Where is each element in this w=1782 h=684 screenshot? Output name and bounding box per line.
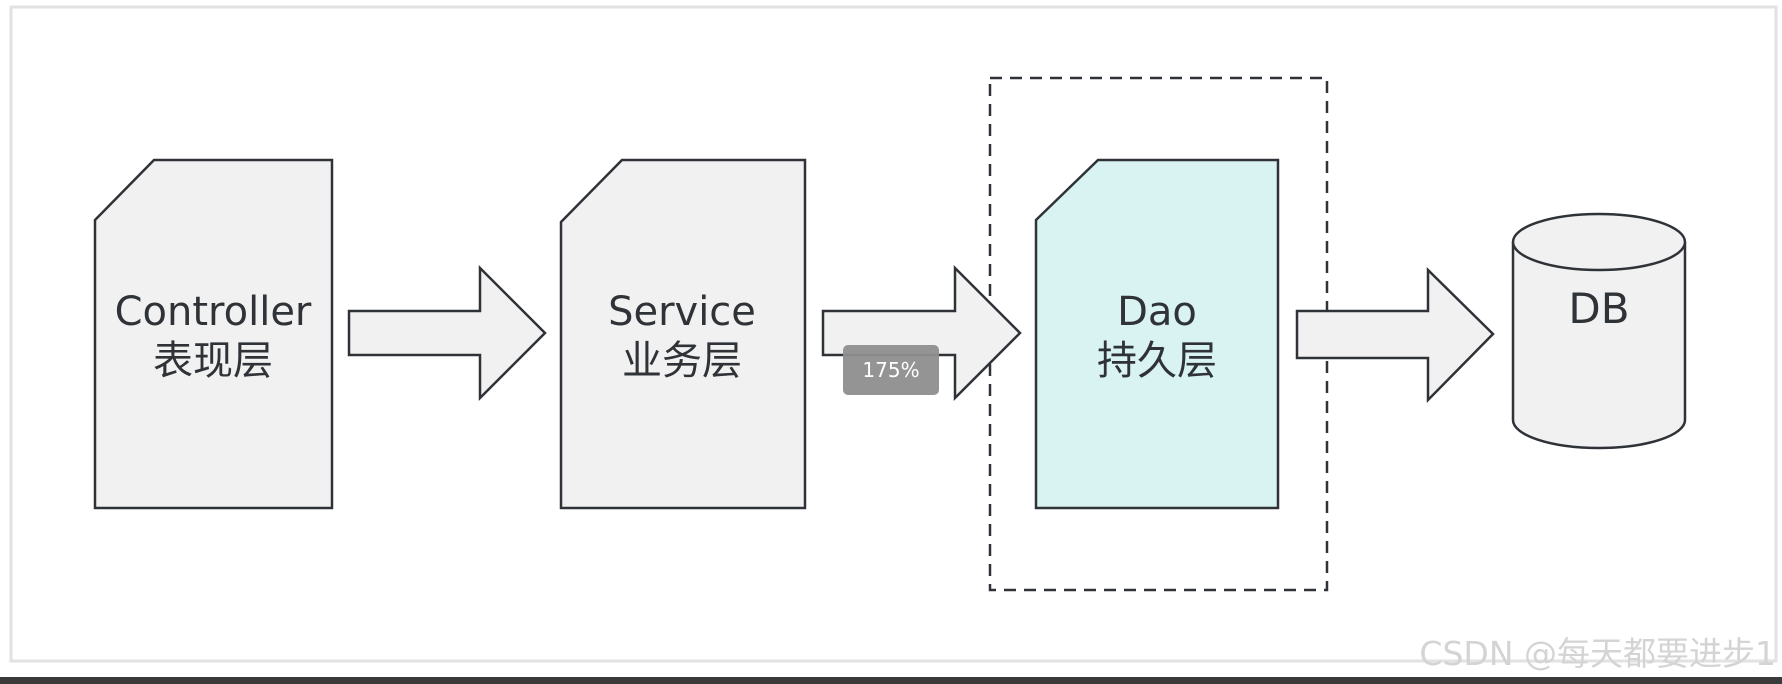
service-node: Service 业务层	[559, 158, 807, 510]
service-label: Service	[608, 289, 756, 335]
dao-label: Dao	[1117, 289, 1197, 335]
controller-shape	[93, 158, 334, 510]
dao-shape	[1034, 158, 1280, 510]
controller-label: Controller	[115, 289, 312, 335]
zoom-indicator: 175%	[843, 345, 939, 395]
arrow-dao-to-db	[1295, 267, 1495, 404]
controller-sublabel: 表现层	[153, 338, 273, 384]
dao-node: Dao 持久层	[1034, 158, 1280, 510]
watermark-text: CSDN @每天都要进步1	[1419, 634, 1776, 673]
dao-sublabel: 持久层	[1097, 338, 1217, 384]
controller-node: Controller 表现层	[93, 158, 334, 510]
arrow-controller-to-service	[347, 264, 547, 402]
db-cylinder-body	[1511, 242, 1687, 450]
db-label: DB	[1568, 284, 1629, 333]
service-shape	[559, 158, 807, 510]
db-cylinder-top	[1511, 212, 1687, 272]
bottom-edge	[0, 677, 1782, 684]
service-sublabel: 业务层	[622, 338, 742, 384]
zoom-badge	[843, 345, 939, 395]
db-node: DB	[1511, 212, 1687, 450]
zoom-label: 175%	[862, 358, 919, 382]
